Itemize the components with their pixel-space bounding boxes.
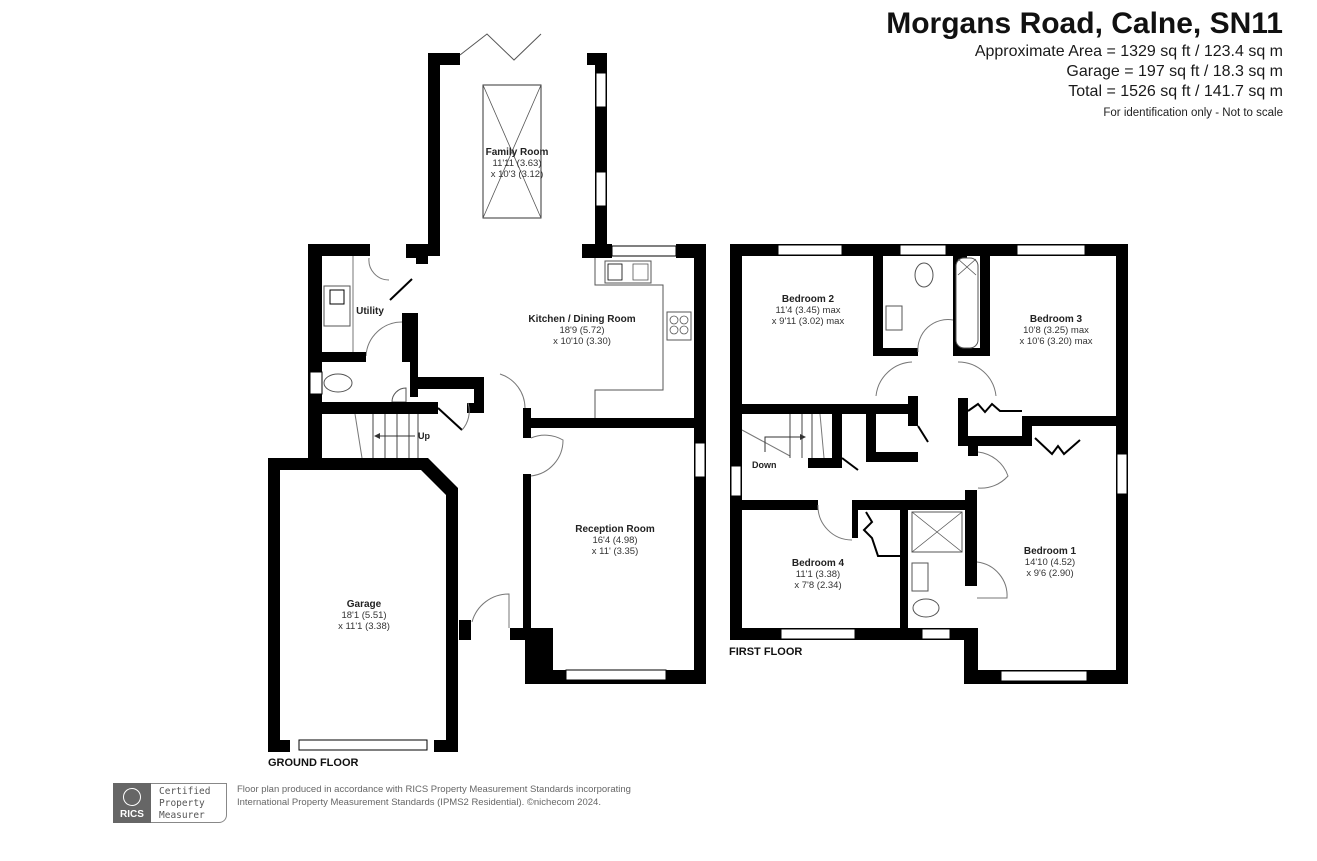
hob [666, 311, 692, 341]
room-name-utility: Utility [356, 306, 384, 317]
staircase-ground [354, 413, 419, 459]
room-name-bedroom-1: Bedroom 1 [1024, 546, 1077, 557]
svg-text:x 10'6 (3.20) max: x 10'6 (3.20) max [1019, 336, 1092, 347]
stairs-down-label: Down [752, 460, 777, 470]
svg-text:18'9 (5.72): 18'9 (5.72) [559, 325, 604, 336]
total-area: Total = 1526 sq ft / 141.7 sq m [1068, 83, 1283, 100]
certified-badge: Certified Property Measurer [151, 783, 227, 823]
svg-text:x 11'1 (3.38): x 11'1 (3.38) [338, 621, 390, 632]
disclaimer: For identification only - Not to scale [1103, 107, 1283, 119]
stairs-up-label: Up [418, 431, 430, 441]
footnote: Floor plan produced in accordance with R… [237, 784, 631, 808]
svg-text:18'1 (5.51): 18'1 (5.51) [341, 610, 386, 621]
svg-text:x 9'11 (3.02) max: x 9'11 (3.02) max [772, 316, 845, 327]
svg-text:11'4 (3.45) max: 11'4 (3.45) max [775, 305, 840, 316]
room-name-bedroom-3: Bedroom 3 [1030, 314, 1083, 325]
lion-emblem-icon [123, 788, 141, 806]
bifold-door [459, 33, 542, 61]
approximate-area: Approximate Area = 1329 sq ft / 123.4 sq… [974, 43, 1283, 60]
ground-floor-plan: Up Family Room 11'1 [268, 33, 706, 769]
svg-text:11'1 (3.38): 11'1 (3.38) [796, 569, 840, 580]
bath [955, 257, 979, 349]
svg-text:x 7'8 (2.34): x 7'8 (2.34) [794, 580, 841, 591]
footer: RICS Certified Property Measurer Floor p… [113, 783, 631, 823]
ground-floor-label: GROUND FLOOR [268, 757, 358, 769]
header: Morgans Road, Calne, SN11 Approximate Ar… [886, 6, 1283, 122]
staircase-first [741, 413, 825, 459]
room-name-bedroom-2: Bedroom 2 [782, 294, 835, 305]
garage-wall [268, 458, 458, 752]
svg-text:10'8 (3.25) max: 10'8 (3.25) max [1023, 325, 1089, 336]
room-name-family: Family Room [486, 147, 549, 158]
first-floor-plan: Down Bedroom 2 11'4 (3.45) max x 9'11 (3… [729, 244, 1128, 684]
svg-text:14'10 (4.52): 14'10 (4.52) [1025, 557, 1075, 568]
skylight [482, 84, 542, 219]
room-name-bedroom-4: Bedroom 4 [792, 558, 845, 569]
svg-text:x 10'3 (3.12): x 10'3 (3.12) [491, 169, 544, 180]
rics-logo: RICS [113, 783, 151, 823]
garage-area: Garage = 197 sq ft / 18.3 sq m [1066, 63, 1283, 80]
svg-text:x 10'10 (3.30): x 10'10 (3.30) [553, 336, 611, 347]
first-floor-label: FIRST FLOOR [729, 646, 802, 658]
room-name-garage: Garage [347, 599, 382, 610]
svg-text:16'4 (4.98): 16'4 (4.98) [592, 535, 637, 546]
svg-text:11'11 (3.63): 11'11 (3.63) [493, 158, 542, 169]
svg-text:x 11' (3.35): x 11' (3.35) [592, 546, 639, 557]
wall [428, 53, 440, 253]
room-name-kitchen: Kitchen / Dining Room [528, 314, 635, 325]
property-title: Morgans Road, Calne, SN11 [886, 7, 1283, 40]
room-name-reception: Reception Room [575, 524, 655, 535]
svg-text:x 9'6 (2.90): x 9'6 (2.90) [1026, 568, 1073, 579]
